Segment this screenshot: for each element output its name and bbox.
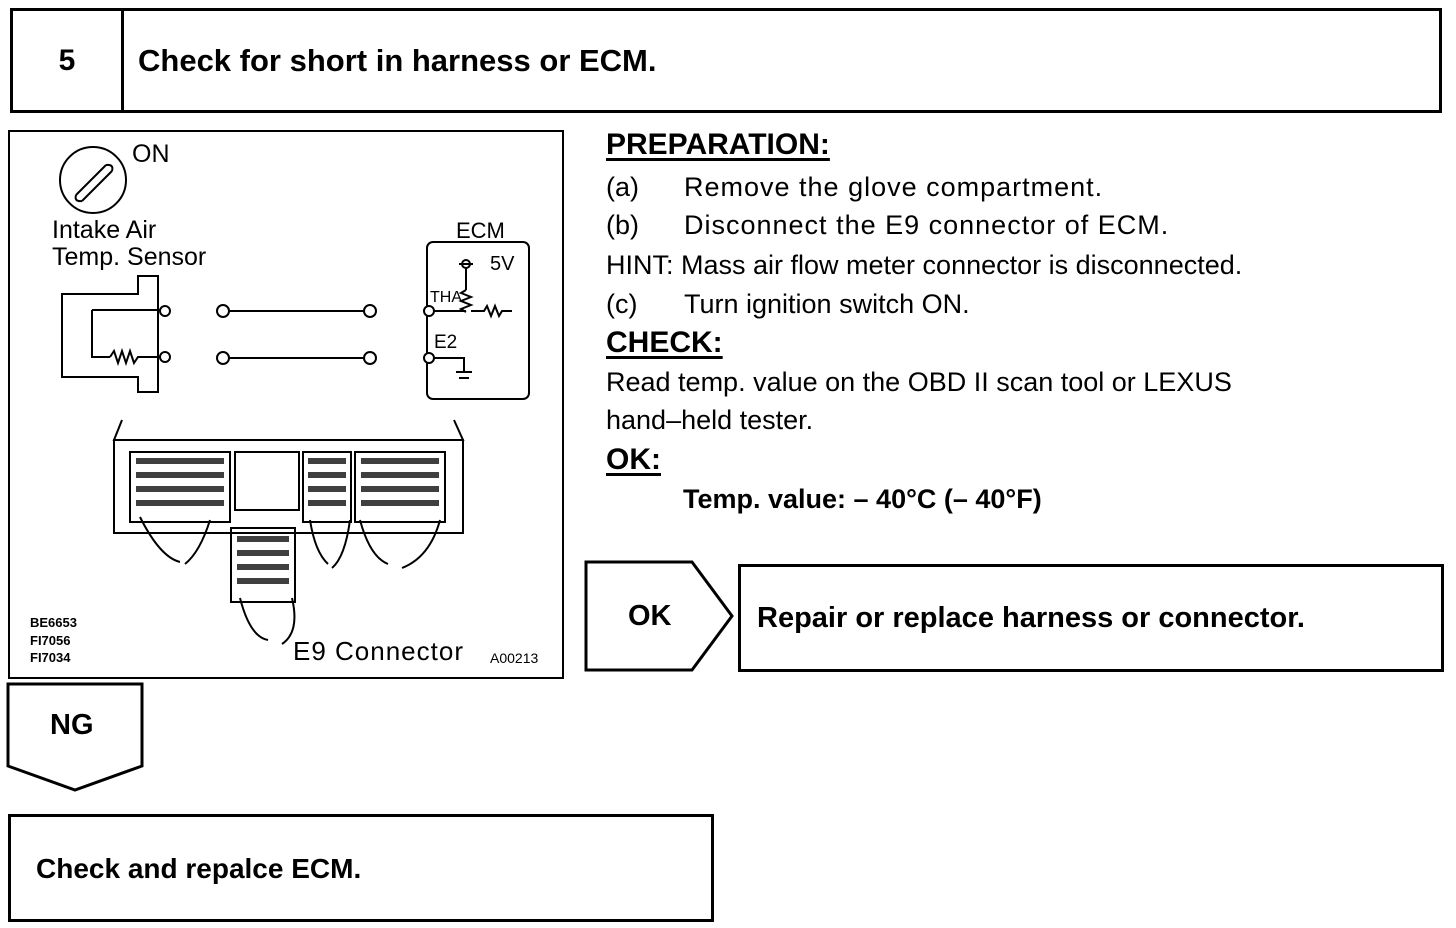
ok-arrow-tag (584, 560, 734, 672)
ng-action-text: Check and repalce ECM. (36, 853, 362, 884)
ref-code-1: BE6653 (30, 615, 77, 630)
step-b-text: Disconnect the E9 connector of ECM. (684, 210, 1170, 240)
ok-action-box: Repair or replace harness or connector. (738, 564, 1444, 672)
step-a-marker: (a) (606, 172, 639, 202)
ecm-box (426, 241, 530, 400)
e9-connector-block (230, 527, 296, 603)
step-b-marker: (b) (606, 210, 639, 240)
step-number-cell: 5 (13, 11, 124, 110)
ng-action-box: Check and repalce ECM. (8, 814, 714, 922)
check-heading: CHECK: (606, 326, 723, 359)
step-a-text: Remove the glove compartment. (684, 172, 1104, 202)
ecm-window (234, 451, 300, 511)
step-header: 5 Check for short in harness or ECM. (10, 8, 1442, 113)
ok-heading: OK: (606, 443, 661, 476)
step-a: (a) Remove the glove compartment. (606, 172, 1103, 203)
ng-label: NG (50, 709, 94, 741)
sensor-label-line1: Intake Air (52, 216, 157, 244)
voltage-label: 5V (490, 253, 515, 275)
hint-text: HINT: Mass air flow meter connector is d… (606, 250, 1243, 280)
check-line-1: Read temp. value on the OBD II scan tool… (606, 367, 1232, 397)
step-number: 5 (58, 43, 76, 77)
figure-code: A00213 (490, 650, 539, 666)
ok-value: Temp. value: – 40°C (– 40°F) (683, 484, 1042, 514)
step-c-text: Turn ignition switch ON. (684, 289, 970, 319)
ng-arrow-tag (6, 682, 144, 792)
check-line-2: hand–held tester. (606, 405, 814, 435)
ok-label: OK (628, 600, 672, 632)
sensor-label-line2: Temp. Sensor (52, 243, 207, 271)
step-c: (c) Turn ignition switch ON. (606, 289, 970, 320)
step-b: (b) Disconnect the E9 connector of ECM. (606, 210, 1169, 241)
step-title: Check for short in harness or ECM. (138, 43, 657, 78)
ref-code-3: FI7034 (30, 650, 71, 665)
step-c-marker: (c) (606, 289, 638, 319)
ignition-switch-icon (59, 146, 127, 214)
connector-label: E9 Connector (293, 636, 464, 666)
ecm-label: ECM (456, 218, 505, 243)
switch-on-label: ON (132, 140, 170, 168)
sensor-body (61, 275, 159, 393)
wiring-diagram: ON Intake Air Temp. Sensor ECM 5V THA E2… (8, 130, 564, 679)
ok-action-text: Repair or replace harness or connector. (757, 602, 1305, 634)
diagram-drawing (59, 146, 530, 645)
e2-label: E2 (434, 332, 458, 353)
preparation-heading: PREPARATION: (606, 128, 830, 161)
ref-code-2: FI7056 (30, 633, 71, 648)
tha-label: THA (430, 289, 462, 306)
